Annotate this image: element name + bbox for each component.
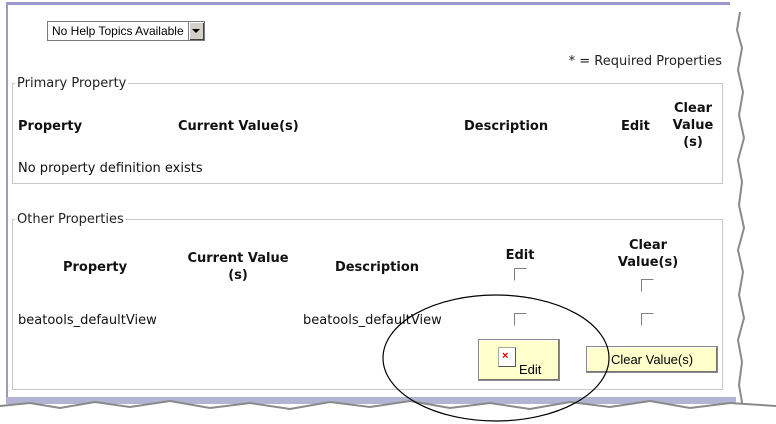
help-topics-selected-value: No Help Topics Available — [52, 24, 184, 38]
primary-header-clear-line2: Value — [672, 118, 714, 133]
broken-image-icon: × — [498, 347, 516, 367]
other-header-clear-line1: Clear — [629, 238, 667, 253]
clear-all-checkbox[interactable] — [641, 279, 654, 292]
primary-property-fieldset: Primary Property — [12, 76, 723, 184]
edit-button-label: Edit — [519, 362, 542, 377]
required-properties-note: * = Required Properties — [568, 54, 722, 69]
edit-all-checkbox[interactable] — [514, 268, 527, 281]
no-property-message: No property definition exists — [18, 161, 203, 176]
highlight-ellipse — [382, 294, 610, 422]
row-clear-checkbox[interactable] — [641, 313, 654, 326]
row-property-name: beatools_defaultView — [18, 313, 157, 328]
primary-header-edit: Edit — [621, 119, 650, 134]
frame-border-left — [6, 2, 8, 404]
primary-property-legend: Primary Property — [17, 76, 127, 91]
row-edit-checkbox[interactable] — [514, 313, 527, 326]
primary-header-clear-line1: Clear — [674, 101, 712, 116]
other-header-description: Description — [334, 260, 420, 275]
chevron-down-icon — [192, 29, 201, 33]
other-properties-legend: Other Properties — [17, 212, 124, 227]
primary-header-current-value: Current Value(s) — [178, 119, 299, 134]
dropdown-arrow-button[interactable] — [187, 22, 204, 40]
frame-border-top — [6, 2, 730, 5]
other-header-clear-line2: Value(s) — [617, 255, 679, 270]
primary-header-description: Description — [464, 119, 549, 134]
edit-button[interactable]: × Edit — [478, 339, 560, 381]
other-header-current-value-line1: Current Value — [187, 251, 289, 266]
row-description: beatools_defaultView — [303, 313, 442, 328]
torn-edge-right — [736, 0, 776, 424]
other-header-property: Property — [62, 260, 128, 275]
primary-header-clear-line3: (s) — [683, 135, 703, 150]
torn-edge-bottom — [0, 399, 776, 424]
frame-border-bottom — [6, 397, 736, 404]
help-topics-dropdown[interactable]: No Help Topics Available — [47, 21, 205, 41]
other-properties-fieldset: Other Properties — [12, 212, 723, 390]
other-header-current-value-line2: (s) — [228, 268, 248, 283]
primary-header-property: Property — [18, 119, 83, 134]
other-header-edit: Edit — [505, 248, 535, 263]
